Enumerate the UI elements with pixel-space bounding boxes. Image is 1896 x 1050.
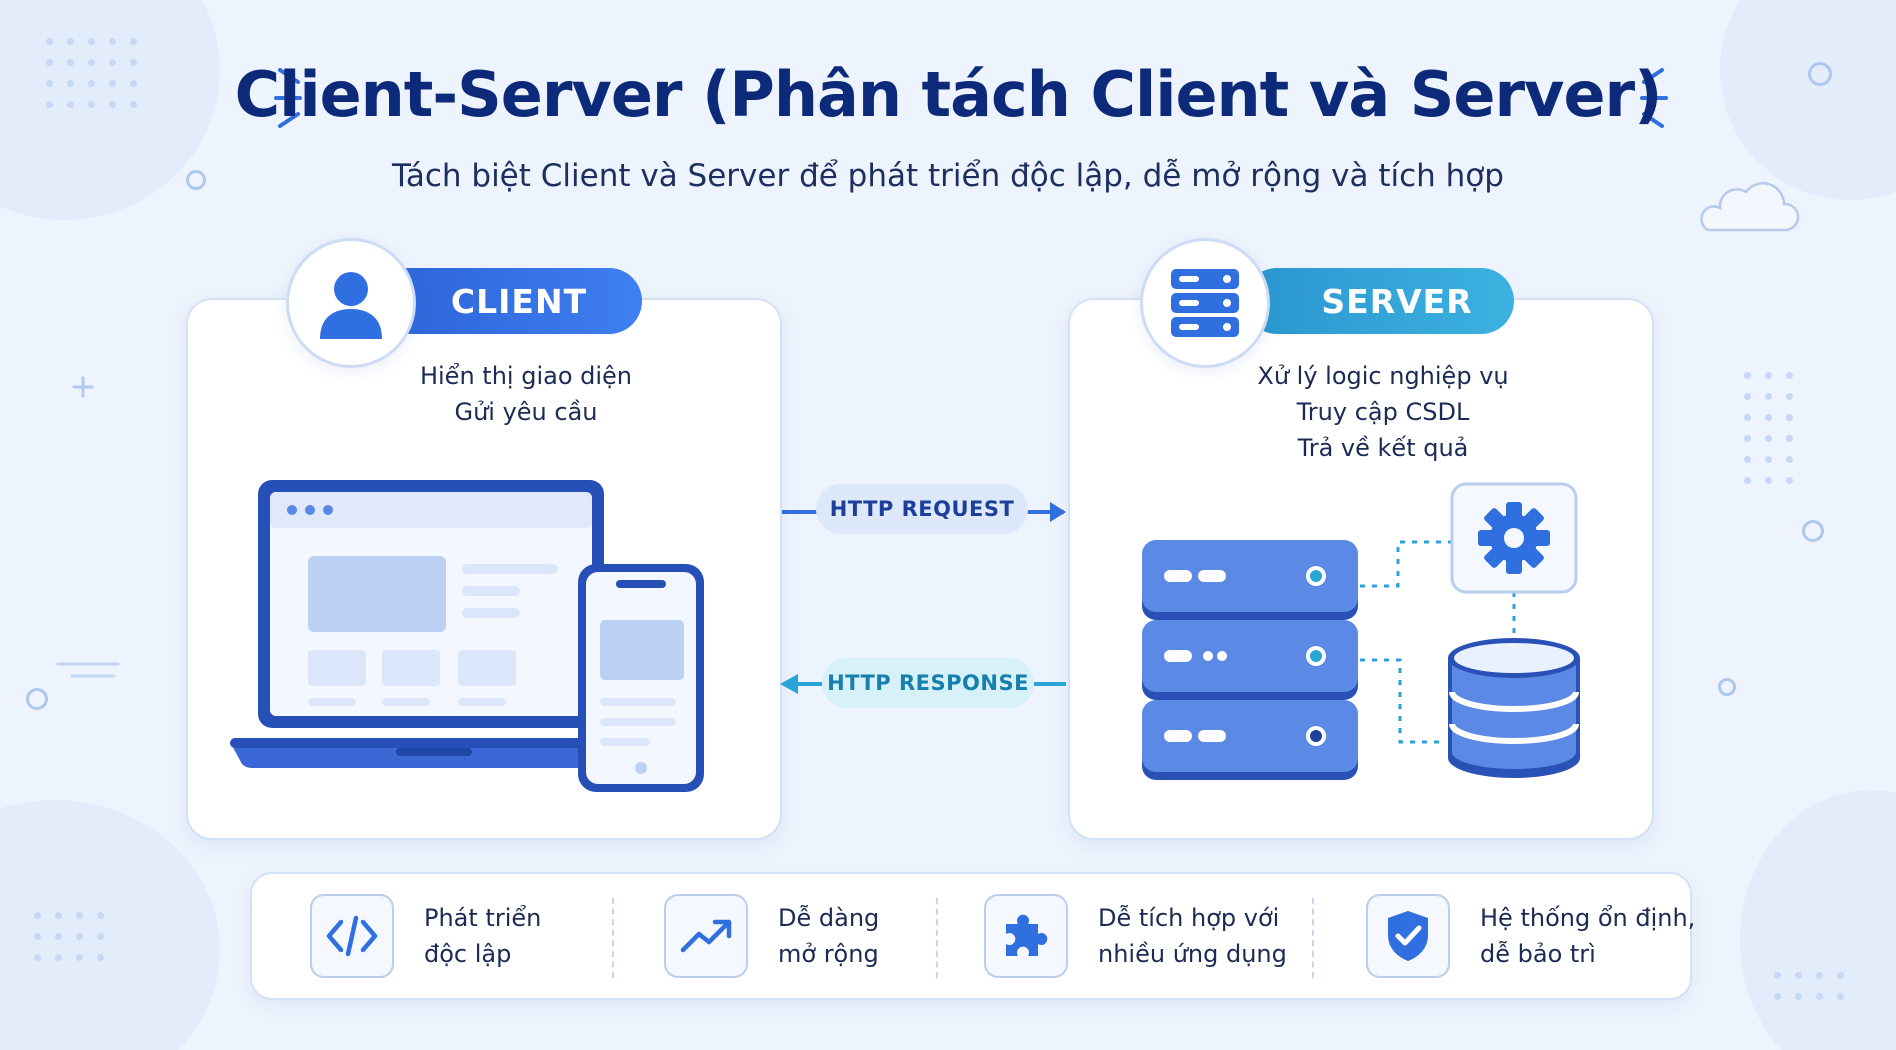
benefits-bar: Phát triển độc lập Dễ dàng mở rộng — [250, 872, 1695, 1000]
page-title: Client-Server (Phân tách Client và Serve… — [234, 58, 1663, 131]
smartphone-icon — [578, 564, 704, 792]
benefit-text: Phát triển độc lập — [424, 900, 541, 972]
bg-blob-bottom-left — [0, 800, 220, 1050]
client-badge — [286, 238, 416, 368]
server-duty: Trả về kết quả — [1297, 434, 1469, 462]
benefit-line: mở rộng — [778, 940, 879, 968]
bg-dots-right — [1744, 372, 1793, 484]
bg-dots-bottom-left — [34, 912, 104, 961]
http-response-label: HTTP RESPONSE — [822, 658, 1034, 708]
client-duty: Gửi yêu cầu — [454, 398, 598, 426]
benefit-text: Dễ tích hợp với nhiều ứng dụng — [1098, 900, 1287, 972]
benefit-line: Hệ thống ổn định, — [1480, 904, 1696, 932]
connector-line — [1360, 540, 1452, 588]
gear-icon — [1450, 482, 1578, 594]
speed-lines-decoration-icon — [56, 662, 120, 678]
shield-check-icon — [1388, 911, 1428, 961]
bg-ring — [186, 170, 206, 190]
server-components-illustration — [1142, 482, 1580, 780]
benefit-item: Dễ dàng mở rộng — [664, 894, 879, 978]
benefit-divider — [1312, 898, 1314, 978]
bg-blob-bottom-right — [1740, 790, 1896, 1050]
server-label: SERVER — [1244, 268, 1514, 334]
benefit-item: Phát triển độc lập — [310, 894, 541, 978]
benefit-line: dễ bảo trì — [1480, 940, 1596, 968]
benefit-text: Dễ dàng mở rộng — [778, 900, 879, 972]
bg-dots-bottom-right — [1774, 972, 1844, 1000]
benefit-icon-box — [664, 894, 748, 978]
laptop-icon — [230, 480, 626, 768]
server-duty: Xử lý logic nghiệp vụ — [1257, 362, 1509, 390]
server-duties: Xử lý logic nghiệp vụ Truy cập CSDL Trả … — [1198, 358, 1568, 466]
bg-ring — [1808, 62, 1832, 86]
puzzle-icon — [1006, 914, 1048, 956]
benefit-line: Dễ tích hợp với — [1098, 904, 1280, 932]
code-icon — [326, 915, 378, 957]
bg-ring — [26, 688, 48, 710]
database-icon — [1448, 638, 1580, 778]
benefit-divider — [936, 898, 938, 978]
page-subtitle: Tách biệt Client và Server để phát triển… — [392, 158, 1504, 194]
plus-decoration-icon — [72, 376, 94, 398]
benefit-item: Hệ thống ổn định, dễ bảo trì — [1366, 894, 1695, 978]
benefit-item: Dễ tích hợp với nhiều ứng dụng — [984, 894, 1287, 978]
bg-dots-top-left — [46, 38, 137, 108]
benefit-icon-box — [1366, 894, 1450, 978]
bg-ring — [1802, 520, 1824, 542]
server-badge — [1140, 238, 1270, 368]
cloud-decoration-icon — [1700, 182, 1800, 232]
http-request-label: HTTP REQUEST — [816, 484, 1028, 534]
benefit-line: độc lập — [424, 940, 512, 968]
title-spark-left-icon — [274, 68, 302, 128]
trend-up-icon — [680, 919, 732, 953]
server-stack-icon — [1171, 269, 1239, 337]
benefit-line: nhiều ứng dụng — [1098, 940, 1287, 968]
server-duty: Truy cập CSDL — [1296, 398, 1470, 426]
benefit-divider — [612, 898, 614, 978]
connector-line — [1360, 658, 1446, 744]
bg-ring — [1718, 678, 1736, 696]
benefit-line: Phát triển — [424, 904, 542, 932]
server-rack-icon — [1142, 540, 1358, 780]
benefit-icon-box — [984, 894, 1068, 978]
title-spark-right-icon — [1640, 68, 1668, 128]
benefit-line: Dễ dàng — [778, 904, 880, 932]
client-duty: Hiển thị giao diện — [419, 362, 633, 390]
benefit-icon-box — [310, 894, 394, 978]
client-duties: Hiển thị giao diện Gửi yêu cầu — [346, 358, 706, 430]
benefit-text: Hệ thống ổn định, dễ bảo trì — [1480, 900, 1695, 972]
user-icon — [320, 272, 382, 339]
client-devices-illustration — [230, 480, 704, 792]
